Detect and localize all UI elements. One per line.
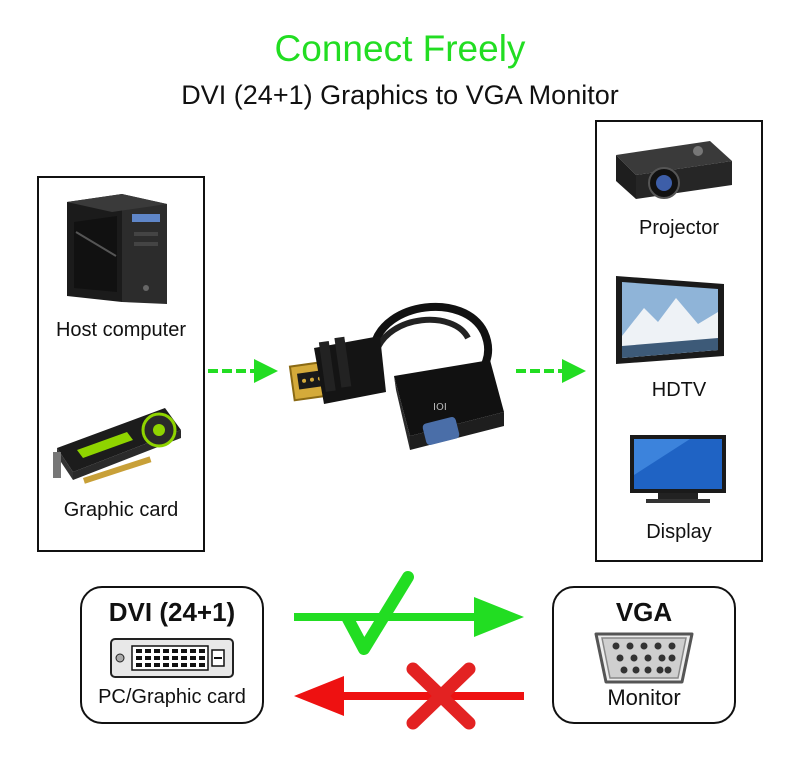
vga-title: VGA [615,597,673,627]
subheadline: DVI (24+1) Graphics to VGA Monitor [181,80,619,110]
hdtv-label: HDTV [651,379,707,401]
headline: Connect Freely [274,28,526,69]
dvi-to-vga-adapter-icon [288,302,504,450]
dvi-connector-icon [110,638,234,678]
projector-icon [616,141,732,199]
graphics-card-icon [53,408,181,484]
input-arrow-icon [208,359,278,383]
dvi-caption: PC/Graphic card [98,686,246,708]
display-monitor-icon [630,435,726,503]
check-mark-icon [342,571,414,655]
cross-mark-icon [406,662,476,730]
vga-caption: Monitor [607,685,681,710]
unsupported-direction-arrow-icon [294,676,524,716]
tower-computer-icon [67,194,167,304]
dvi-title: DVI (24+1) [108,597,236,627]
host-computer-label: Host computer [55,319,187,341]
destination-devices-box [595,120,763,562]
hdtv-icon [616,276,724,364]
graphic-card-label: Graphic card [63,499,179,521]
adapter-port-mark: IOI [433,402,447,413]
output-arrow-icon [516,359,586,383]
vga-connector-icon [594,632,694,684]
projector-label: Projector [638,217,720,239]
display-label: Display [646,521,712,543]
source-devices-box [37,176,205,552]
